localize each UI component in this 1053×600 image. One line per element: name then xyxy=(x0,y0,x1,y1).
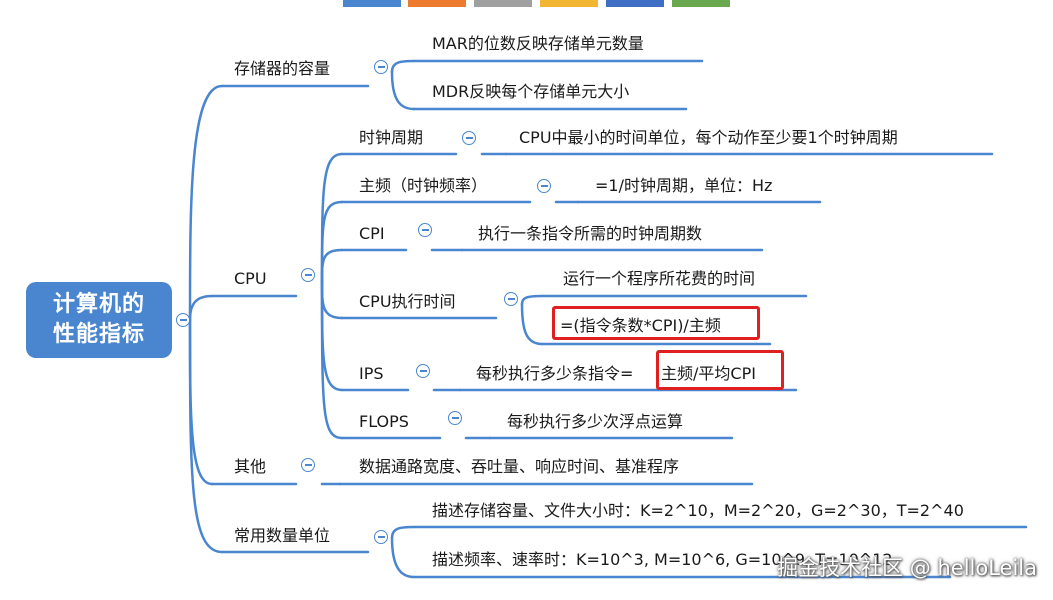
other-collapse-icon[interactable] xyxy=(301,458,315,472)
other-detail[interactable]: 数据通路宽度、吞吐量、响应时间、基准程序 xyxy=(359,457,680,476)
flops-detail[interactable]: 每秒执行多少次浮点运算 xyxy=(507,412,684,431)
ips-detail-highlight-text[interactable]: 主频/平均CPI xyxy=(661,364,756,383)
branch-storage-label[interactable]: 存储器的容量 xyxy=(234,59,331,78)
branch-other-label[interactable]: 其他 xyxy=(234,457,267,476)
exec-time-detail-1[interactable]: 运行一个程序所花费的时间 xyxy=(563,269,756,288)
cpu-item-frequency[interactable]: 主频（时钟频率） xyxy=(359,176,488,195)
connector-cpu-frequency xyxy=(320,200,344,284)
connector-exectime-detail2 xyxy=(520,302,544,346)
connector-exectime-detail1 xyxy=(520,294,544,306)
ips-detail-prefix[interactable]: 每秒执行多少条指令= xyxy=(476,364,634,383)
connector-root-storage xyxy=(188,84,224,322)
cpi-detail[interactable]: 执行一条指令所需的时钟周期数 xyxy=(478,224,703,243)
connector-root-units xyxy=(188,318,224,554)
top-swatch-orange xyxy=(408,0,466,7)
cpu-item-ips[interactable]: IPS xyxy=(359,364,384,383)
units-child-storage[interactable]: 描述存储容量、文件大小时：K=2^10，M=2^20，G=2^30，T=2^40 xyxy=(432,501,964,520)
cpu-item-exec-time[interactable]: CPU执行时间 xyxy=(359,292,456,311)
connector-cpu-cpi xyxy=(320,248,344,284)
top-swatch-gray xyxy=(474,0,532,7)
connector-units-storage xyxy=(390,525,416,540)
ips-formula-highlight xyxy=(656,350,784,390)
root-title-line1: 计算机的 xyxy=(52,292,145,317)
clock-cycle-detail[interactable]: CPU中最小的时间单位，每个动作至少要1个时钟周期 xyxy=(519,128,898,147)
exec-time-detail-2[interactable]: =(指令条数*CPI)/主频 xyxy=(560,316,721,335)
connector-cpu-exectime xyxy=(320,280,344,320)
connector-storage-mar xyxy=(390,59,416,74)
frequency-detail[interactable]: =1/时钟周期，单位：Hz xyxy=(595,176,773,195)
branch-units-label[interactable]: 常用数量单位 xyxy=(234,526,331,545)
connector-storage-mdr xyxy=(390,70,416,111)
connector-root-other xyxy=(188,318,214,486)
units-child-frequency[interactable]: 描述频率、速率时：K=10^3, M=10^6, G=10^9, T=10^12 xyxy=(432,550,893,569)
watermark: 掘金技术社区 @ helloLeila xyxy=(777,556,1037,580)
root-collapse-icon[interactable] xyxy=(176,313,190,327)
top-swatch-darkblue xyxy=(606,0,664,7)
cpu-collapse-icon[interactable] xyxy=(301,268,315,282)
top-swatch-yellow xyxy=(540,0,598,7)
cpi-collapse-icon[interactable] xyxy=(418,223,432,237)
exec-time-collapse-icon[interactable] xyxy=(504,292,518,306)
cpu-item-cpi[interactable]: CPI xyxy=(359,224,385,243)
storage-collapse-icon[interactable] xyxy=(374,60,388,74)
connector-cpu-flops xyxy=(320,280,344,440)
connector-cpu-ips xyxy=(320,280,344,392)
storage-child-mdr[interactable]: MDR反映每个存储单元大小 xyxy=(432,82,630,101)
cpu-item-clock-cycle[interactable]: 时钟周期 xyxy=(359,128,424,147)
ips-collapse-icon[interactable] xyxy=(416,364,430,378)
root-node[interactable]: 计算机的 性能指标 xyxy=(26,282,172,358)
storage-child-mar[interactable]: MAR的位数反映存储单元数量 xyxy=(432,34,644,53)
top-swatch-blue xyxy=(343,0,401,7)
root-title-line2: 性能指标 xyxy=(52,322,145,347)
exec-time-formula-highlight xyxy=(552,306,760,340)
units-collapse-icon[interactable] xyxy=(374,530,388,544)
top-swatch-green xyxy=(672,0,730,7)
connector-root-cpu xyxy=(188,294,214,322)
cpu-item-flops[interactable]: FLOPS xyxy=(359,412,409,431)
branch-cpu-label[interactable]: CPU xyxy=(234,269,267,288)
flops-collapse-icon[interactable] xyxy=(448,411,462,425)
connector-units-frequency xyxy=(390,536,416,579)
clock-cycle-collapse-icon[interactable] xyxy=(462,131,476,145)
frequency-collapse-icon[interactable] xyxy=(537,179,551,193)
